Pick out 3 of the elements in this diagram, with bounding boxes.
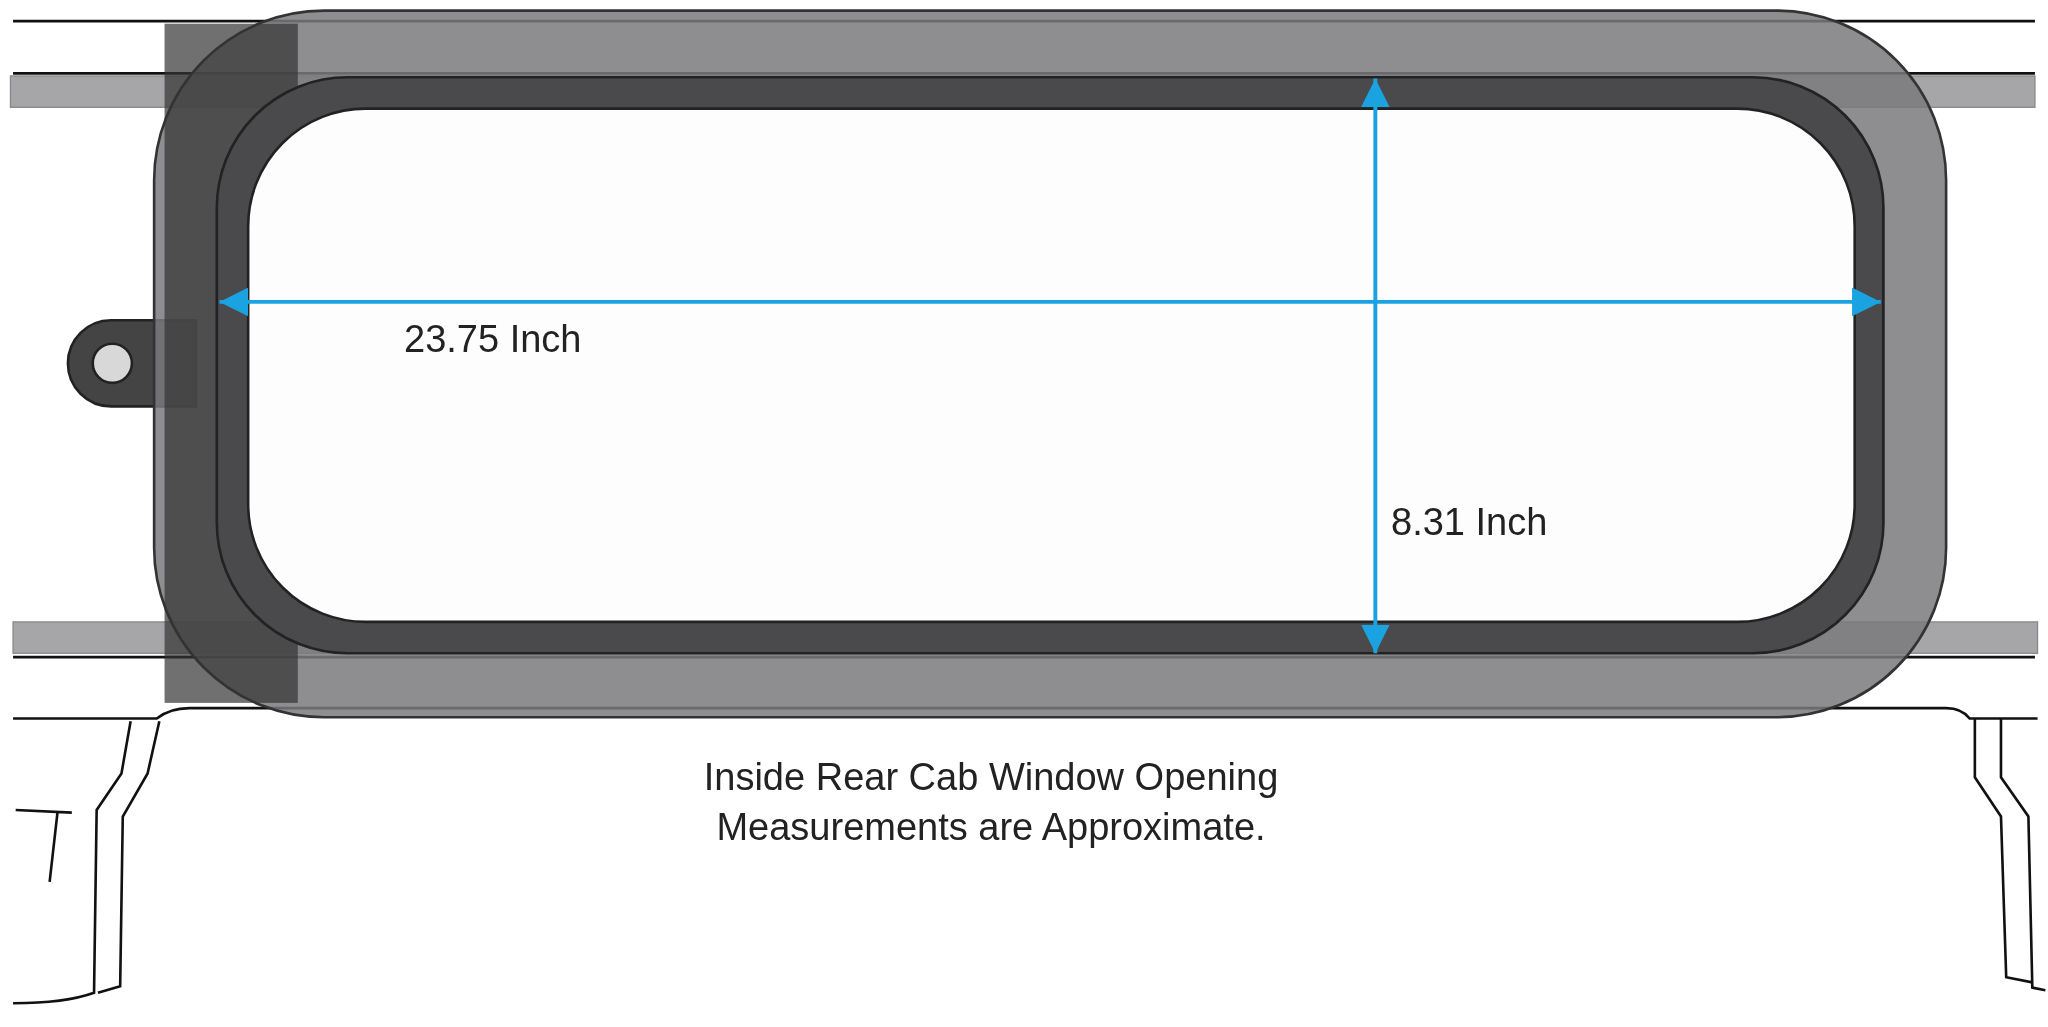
- dimension-label: 23.75 Inch: [404, 317, 582, 362]
- dimension-label: 8.31 Inch: [1391, 500, 1548, 545]
- caption: Inside Rear Cab Window Opening Measurements are Approximate.: [702, 755, 1280, 850]
